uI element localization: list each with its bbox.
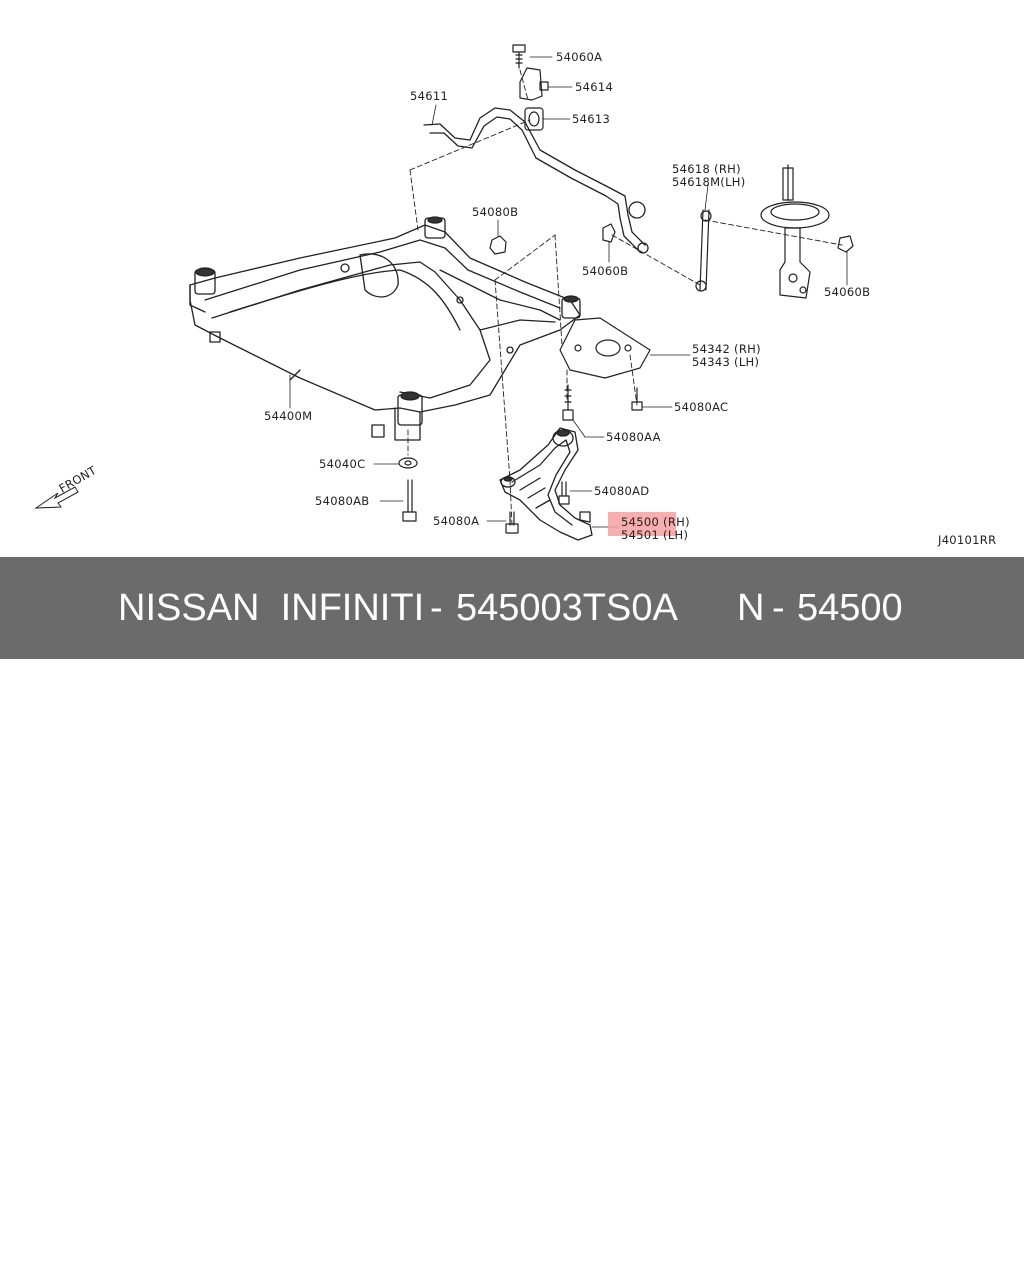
bracket-54614 [519,67,549,101]
label-54618m: 54618M(LH) [672,175,746,189]
bolt-54080ac [631,387,643,411]
bolt-54060a [512,44,526,69]
bolt-54080ad [558,481,570,505]
label-54080ac: 54080AC [674,400,728,414]
label-54040c: 54040C [319,457,365,471]
footer-ref-prefix: N [737,587,765,629]
bracket-54342 [559,317,651,379]
label-54342: 54342 (RH) [692,342,761,356]
lower-arm-54500 [499,427,593,541]
nut-54080b [489,235,507,255]
diagram-code: J40101RR [937,533,996,547]
label-54618: 54618 (RH) [672,162,741,176]
alignment-lines [407,69,843,526]
bolt-54080a [505,511,519,534]
label-54060a: 54060A [556,50,602,64]
label-54060b-right: 54060B [824,285,870,299]
label-54400m: 54400M [264,409,312,423]
footer-bar: NISSAN INFINITI - 545003TS0A N - 54500 [0,557,1024,659]
footer-part-number: 545003TS0A [456,587,678,629]
label-54080ab: 54080AB [315,494,369,508]
label-54613: 54613 [572,112,610,126]
label-54614: 54614 [575,80,613,94]
strut-assembly [760,164,830,299]
footer-ref-number: 54500 [797,587,903,629]
bolt-54080ab [402,479,417,522]
label-54080b: 54080B [472,205,518,219]
bolt-54080aa [562,384,574,421]
label-54500: 54500 (RH) [621,515,690,529]
diagram-svg: FRONT 54060A 54614 54611 54613 54618 (RH… [34,44,996,547]
nut-54060b-left [602,223,616,243]
label-54501: 54501 (LH) [621,528,688,542]
subframe-54400m [189,216,581,441]
highlight-54500 [608,512,676,536]
label-54080ad: 54080AD [594,484,649,498]
label-54343: 54343 (LH) [692,355,759,369]
label-54080a: 54080A [433,514,479,528]
label-54060b-left: 54060B [582,264,628,278]
front-arrow-icon [34,486,79,509]
label-54080aa: 54080AA [606,430,661,444]
footer-separator-1: - [430,587,443,629]
label-54611: 54611 [410,89,448,103]
washer-54040c [398,457,418,469]
footer-separator-2: - [772,587,785,629]
front-label: FRONT [57,463,100,496]
footer-brand: NISSAN INFINITI [118,587,425,629]
stabilizer-link [695,209,712,292]
leader-lines [289,56,848,528]
parts-diagram: FRONT 54060A 54614 54611 54613 54618 (RH… [0,0,1024,557]
nut-54060b-right [837,235,854,253]
